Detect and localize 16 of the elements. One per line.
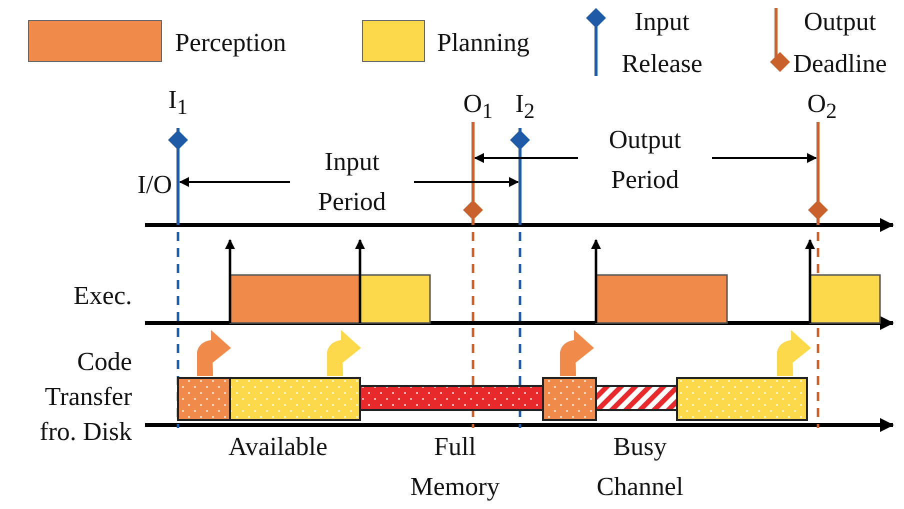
row-label: I/O	[136, 169, 172, 201]
row-label: Exec.	[72, 280, 132, 312]
row-label: Code Transfer fro. Disk	[38, 346, 132, 448]
event-label: O$_{1}$	[462, 88, 494, 126]
state-label: Busy Channel	[596, 431, 684, 503]
legend-label: Planning	[437, 27, 530, 59]
period-label: Output Period	[608, 124, 682, 196]
state-label: Full Memory	[409, 431, 501, 503]
legend-label: Perception	[175, 27, 288, 59]
period-label: Input Period	[317, 146, 387, 218]
event-label: I$_{2}$	[514, 88, 536, 126]
legend-label: Output Deadline	[792, 6, 888, 80]
event-label: I$_{1}$	[167, 84, 189, 122]
legend-label: Input Release	[620, 6, 704, 80]
state-label: Available	[227, 431, 329, 463]
event-label: O$_{2}$	[806, 88, 838, 126]
